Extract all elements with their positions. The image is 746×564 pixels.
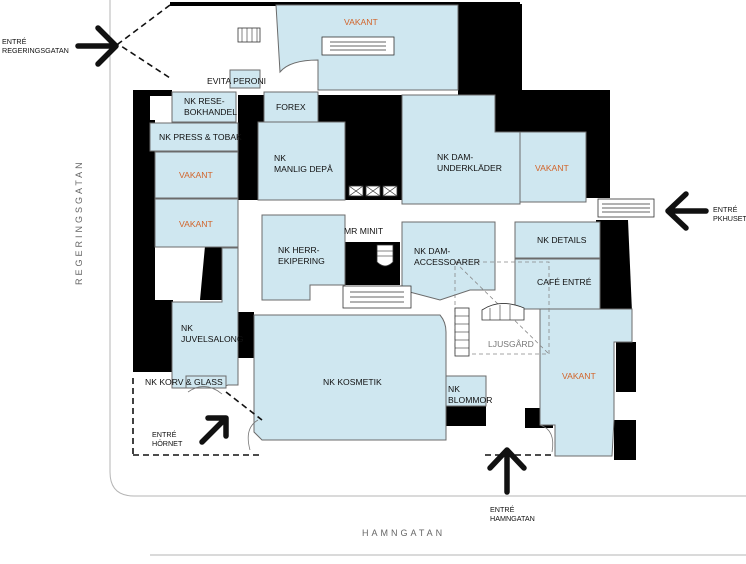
shop-press-tobak	[149, 122, 239, 152]
shop-forex	[263, 91, 319, 123]
store-label-herr-ekipering: NK HERR- EKIPERING	[278, 245, 325, 266]
shop-nk-details	[514, 221, 601, 259]
shop-korv-glass	[185, 375, 227, 389]
store-label-forex: FOREX	[276, 102, 306, 112]
store-label-nk-details: NK DETAILS	[537, 235, 587, 245]
store-label-cafe-entre: CAFÉ ENTRÉ	[537, 277, 592, 287]
shop-herr-ekipering	[261, 214, 346, 301]
store-label-vakant-right-mid: VAKANT	[535, 163, 569, 173]
arrow-up-icon	[487, 447, 527, 495]
shop-areas	[149, 4, 633, 457]
facade-dashed-lines	[116, 4, 555, 456]
store-label-kosmetik: NK KOSMETIK	[323, 377, 382, 387]
shop-manlig-depa	[257, 121, 346, 201]
entrance-pkhuset-label: ENTRÉ PKHUSET	[713, 205, 746, 223]
store-label-resebokhandel: NK RESE- BOKHANDEL	[184, 96, 237, 117]
arrow-diagonal-icon	[199, 415, 229, 445]
escalator-icon	[597, 198, 655, 218]
shop-vakant-right-mid	[519, 131, 587, 203]
store-label-ljusgard: LJUSGÅRD	[488, 339, 534, 349]
store-label-evita-peroni: EVITA PERONI	[207, 76, 266, 86]
street-hamngatan: HAMNGATAN	[362, 528, 445, 538]
street-regeringsgatan: REGERINGSGATAN	[74, 159, 84, 285]
vertical-circulation	[237, 27, 655, 357]
entrance-regeringsgatan-label: ENTRÉ REGERINGSGATAN	[2, 37, 69, 55]
store-label-vakant-left2: VAKANT	[179, 219, 213, 229]
store-label-vakant-left1: VAKANT	[179, 170, 213, 180]
store-label-manlig-depa: NK MANLIG DEPÅ	[274, 153, 333, 174]
entrance-curves	[187, 386, 554, 453]
shop-vakant-left1	[154, 151, 239, 199]
store-label-dam-underklader: NK DAM- UNDERKLÄDER	[437, 152, 502, 173]
arrow-left-icon	[665, 191, 709, 231]
entrance-hornet-label: ENTRÉ HÖRNET	[152, 430, 183, 448]
escalator-icon	[321, 36, 395, 56]
store-label-press-tobak: NK PRESS & TOBAK	[159, 132, 242, 142]
entrance-hamngatan-label: ENTRÉ HAMNGATAN	[490, 505, 535, 523]
shop-evita-peroni	[229, 69, 261, 89]
store-label-vakant-right-bottom: VAKANT	[562, 371, 596, 381]
shop-cafe-entre	[514, 258, 601, 310]
arrow-right-icon	[75, 25, 119, 67]
shop-vakant-left2	[154, 198, 239, 248]
stairs-icon	[237, 27, 261, 43]
stairs-icon	[376, 244, 394, 267]
store-label-mr-minit: MR MINIT	[344, 226, 384, 236]
shop-resebokhandel	[171, 91, 237, 123]
stairs-icon	[481, 303, 525, 321]
shop-blommor	[445, 375, 487, 407]
store-label-juvelsalong: NK JUVELSALONG	[181, 323, 244, 344]
elevator-icon	[348, 185, 398, 197]
store-label-korv-glass: NK KORV & GLASS	[145, 377, 223, 387]
escalator-icon	[342, 285, 412, 309]
shop-vakant-right-bottom	[539, 308, 633, 457]
stairs-icon	[454, 307, 470, 357]
store-label-blommor: NK BLOMMOR	[448, 384, 492, 405]
street-curbs	[109, 0, 746, 556]
store-label-vakant-top: VAKANT	[344, 17, 378, 27]
store-label-dam-accessoarer: NK DAM- ACCESSOARER	[414, 246, 480, 267]
shop-kosmetik	[253, 314, 447, 441]
